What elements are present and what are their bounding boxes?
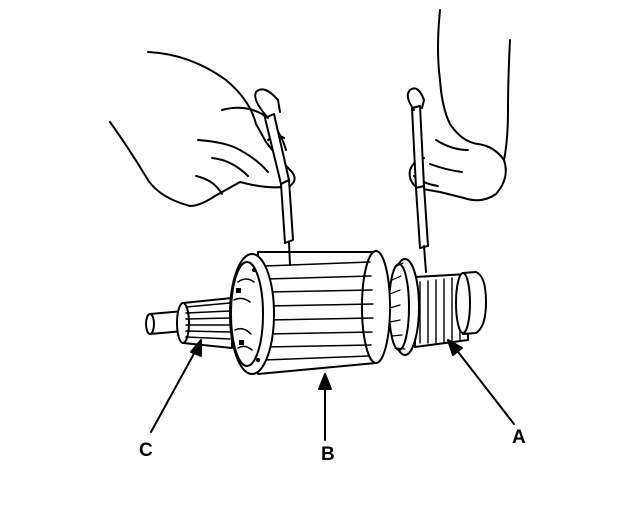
callout-label-c: C (139, 440, 153, 461)
right-hand (408, 9, 511, 202)
left-probe (254, 88, 294, 266)
callout-label-a: A (512, 427, 526, 448)
armature-core (229, 250, 391, 375)
callout-arrow-c (150, 339, 202, 433)
commutator-ring (388, 258, 420, 356)
splined-pinion (176, 297, 233, 349)
callout-arrow-a (447, 339, 515, 425)
right-probe (406, 87, 429, 273)
commutator (414, 271, 487, 348)
callout-arrow-b (318, 373, 332, 441)
callout-label-b: B (321, 444, 335, 465)
